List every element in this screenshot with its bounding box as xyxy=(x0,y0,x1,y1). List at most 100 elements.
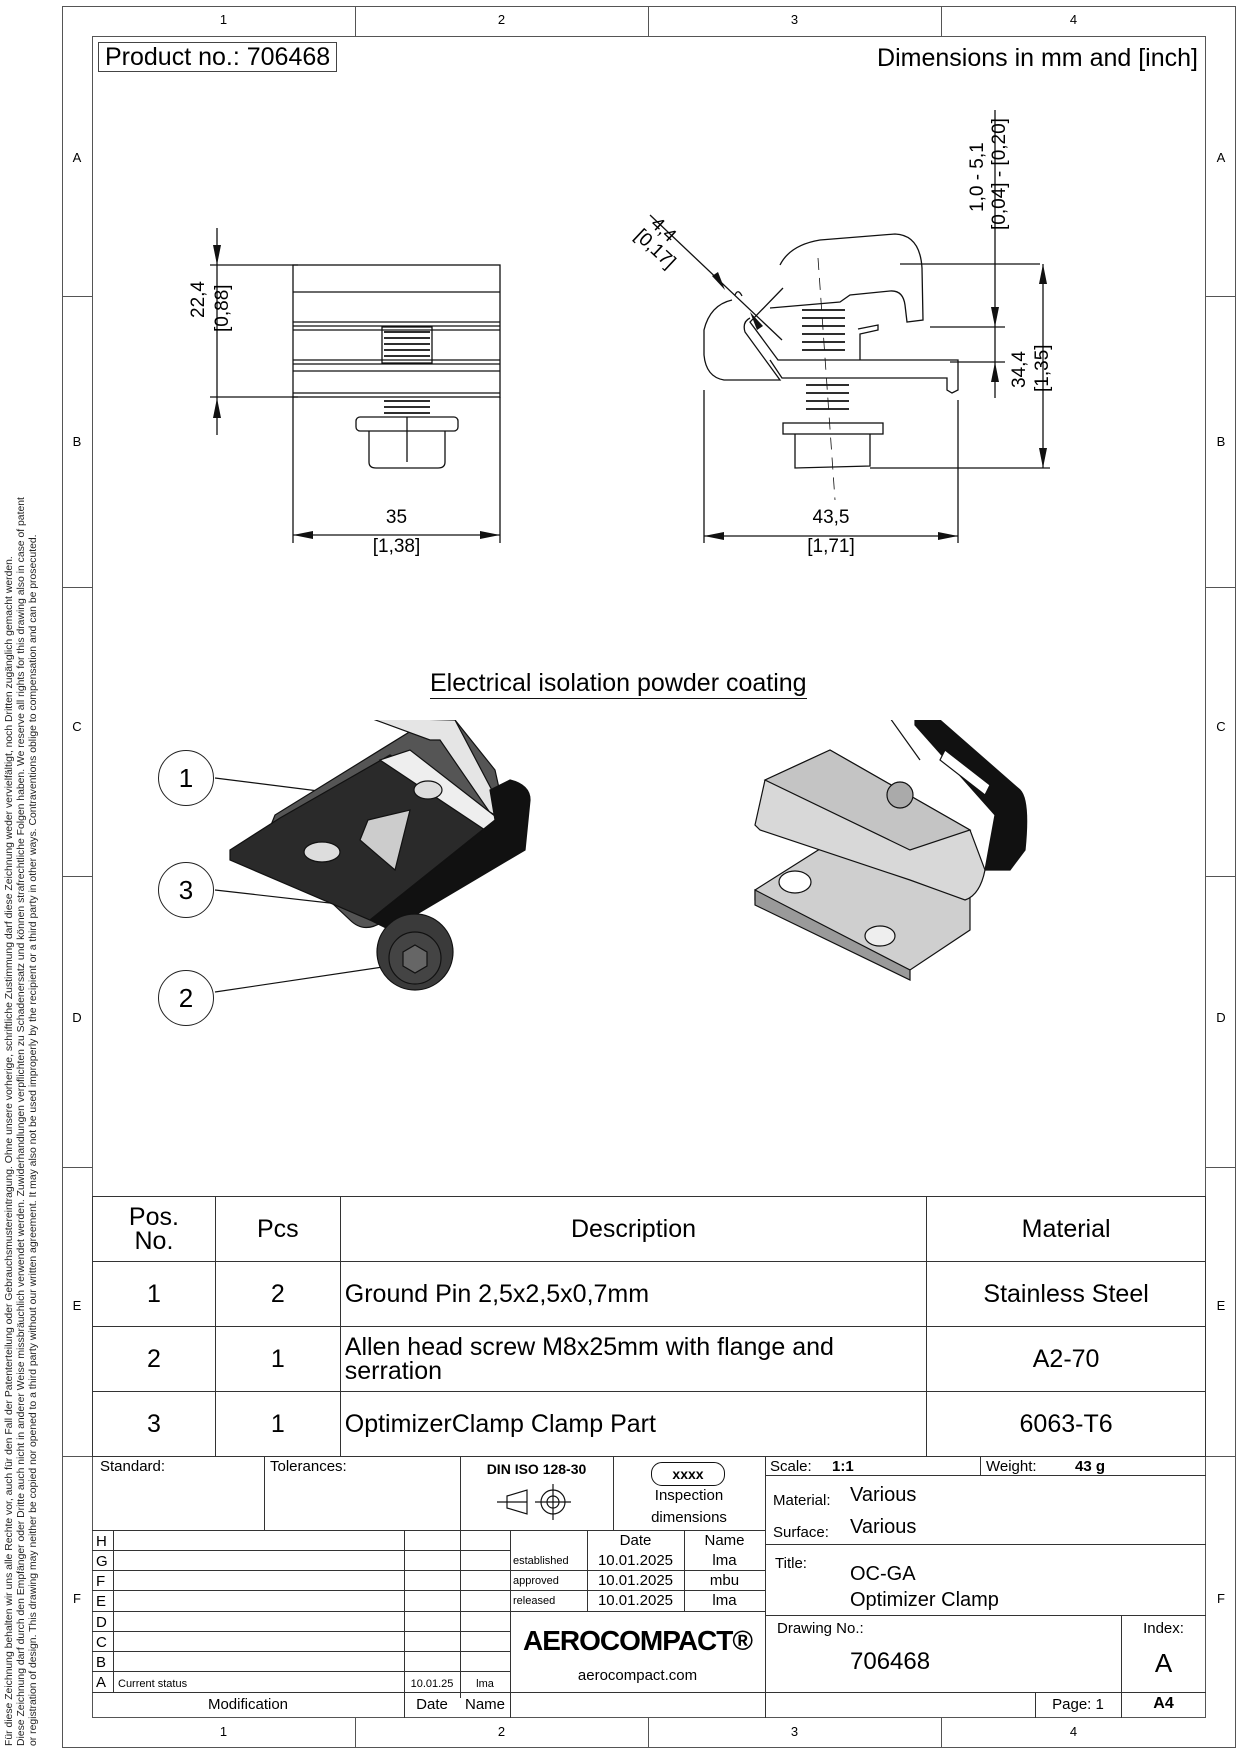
cell-material: Stainless Steel xyxy=(926,1261,1206,1327)
zone-col-label: 4 xyxy=(1069,1724,1078,1739)
company-url[interactable]: aerocompact.com xyxy=(577,1667,698,1684)
zone-divider xyxy=(648,6,649,36)
legal-notice-line: Für diese Zeichnung behalten wir uns all… xyxy=(4,556,15,1746)
dim-side-width-mm: 43,5 xyxy=(812,507,850,528)
revision-letter: G xyxy=(96,1553,108,1570)
material-label: Material: xyxy=(773,1492,831,1509)
dim-side-height-mm: 34,4 xyxy=(1009,351,1030,388)
zone-row-label: B xyxy=(72,434,82,449)
title-line-1: OC-GA xyxy=(850,1563,916,1585)
tb-line xyxy=(460,1456,461,1698)
cell-pcs: 1 xyxy=(214,1391,341,1457)
approval-label: approved xyxy=(513,1575,559,1587)
zone-divider xyxy=(355,6,356,36)
zone-divider xyxy=(355,1718,356,1748)
header-pos-line2: No. xyxy=(134,1227,174,1255)
sheet-outer-frame xyxy=(62,6,1236,1748)
zone-divider xyxy=(62,1456,92,1457)
index-value: A xyxy=(1154,1648,1173,1678)
drawing-no-label: Drawing No.: xyxy=(777,1620,864,1637)
tb-line xyxy=(587,1530,588,1611)
side-view-drawing xyxy=(649,110,1050,543)
dim-width-inch: [1,38] xyxy=(372,536,421,557)
standard-label: Standard: xyxy=(100,1458,166,1475)
approval-label: established xyxy=(513,1555,569,1567)
revision-letter: H xyxy=(96,1533,107,1550)
index-label: Index: xyxy=(1143,1620,1184,1637)
scale-value: 1:1 xyxy=(832,1458,854,1475)
projection-standard: DIN ISO 128-30 xyxy=(486,1461,587,1477)
zone-col-label: 1 xyxy=(219,12,228,27)
tb-line xyxy=(510,1530,511,1718)
tb-line xyxy=(92,1611,765,1612)
tb-line xyxy=(980,1456,981,1475)
inspection-label-1: Inspection xyxy=(654,1487,724,1504)
header-material: Material xyxy=(926,1196,1206,1262)
balloon-pos-2: 2 xyxy=(158,970,214,1026)
approval-name: lma xyxy=(712,1592,737,1609)
surface-value: Various xyxy=(850,1516,917,1538)
weight-value: 43 g xyxy=(1075,1458,1106,1475)
cell-material: A2-70 xyxy=(926,1326,1206,1392)
arrow-icon xyxy=(480,531,500,539)
tb-line xyxy=(765,1544,1206,1545)
date-label: Date xyxy=(416,1696,448,1713)
dim-range-inch: [0,04] - [0,20] xyxy=(989,118,1010,230)
tb-line xyxy=(765,1475,1206,1476)
zone-divider xyxy=(648,1718,649,1748)
revision-date: 10.01.25 xyxy=(410,1678,454,1690)
tb-line xyxy=(1035,1692,1036,1718)
tb-line xyxy=(765,1615,1206,1616)
cell-description: Allen head screw M8x25mm with flange and… xyxy=(339,1326,928,1392)
zone-row-label: A xyxy=(1216,150,1226,165)
arrow-icon xyxy=(1039,448,1047,468)
zone-divider xyxy=(1206,587,1236,588)
legal-notice: Für diese Zeichnung behalten wir uns all… xyxy=(4,497,40,1746)
company-logo: AEROCOMPACT® xyxy=(523,1625,753,1656)
approval-date: 10.01.2025 xyxy=(597,1592,674,1609)
tb-line xyxy=(92,1651,510,1652)
balloon-pos-1: 1 xyxy=(158,750,214,806)
tb-line xyxy=(92,1692,1206,1693)
sheet-inner-frame xyxy=(92,36,1206,1718)
cell-description: OptimizerClamp Clamp Part xyxy=(339,1391,928,1457)
name-label: Name xyxy=(464,1696,505,1713)
dim-height-inch: [0,88] xyxy=(212,284,233,332)
revision-letter: C xyxy=(96,1634,107,1651)
zone-divider xyxy=(62,1167,92,1168)
drawing-no-value: 706468 xyxy=(850,1648,931,1675)
zone-divider xyxy=(1206,1456,1236,1457)
revision-letter: F xyxy=(96,1573,106,1590)
approval-label: released xyxy=(513,1595,556,1607)
tb-line xyxy=(613,1456,614,1530)
tb-line xyxy=(92,1550,510,1551)
isometric-views xyxy=(214,720,1028,993)
balloon-pos-3: 3 xyxy=(158,862,214,918)
arrow-icon xyxy=(750,312,763,330)
weight-label: Weight: xyxy=(986,1458,1037,1475)
table-row: 1 2 Ground Pin 2,5x2,5x0,7mm Stainless S… xyxy=(92,1261,1206,1327)
arrow-icon xyxy=(991,307,999,327)
zone-divider xyxy=(1206,1167,1236,1168)
inspection-label-2: dimensions xyxy=(651,1509,727,1526)
sheet-format: A4 xyxy=(1153,1695,1174,1712)
zone-row-label: E xyxy=(72,1298,82,1313)
zone-divider xyxy=(62,876,92,877)
arrow-icon xyxy=(991,362,999,382)
zone-row-label: C xyxy=(72,719,82,734)
arrow-icon xyxy=(704,532,724,540)
approval-name: lma xyxy=(712,1552,737,1569)
legal-notice-line: or registration of design. This drawing … xyxy=(28,534,39,1746)
parts-list-table: Pos. No. Pcs Description Material 1 2 Gr… xyxy=(92,1196,1206,1457)
revision-letter: A xyxy=(96,1674,107,1691)
zone-row-label: D xyxy=(1216,1010,1226,1025)
zone-divider xyxy=(941,6,942,36)
projection-symbol-icon xyxy=(497,1484,571,1520)
coating-callout: Electrical isolation powder coating xyxy=(430,669,807,699)
zone-col-label: 1 xyxy=(219,1724,228,1739)
front-view-drawing xyxy=(210,228,501,543)
page-label: Page: 1 xyxy=(1052,1696,1104,1713)
scale-label: Scale: xyxy=(770,1458,812,1475)
revision-text: Current status xyxy=(118,1678,188,1690)
zone-col-label: 4 xyxy=(1069,12,1078,27)
